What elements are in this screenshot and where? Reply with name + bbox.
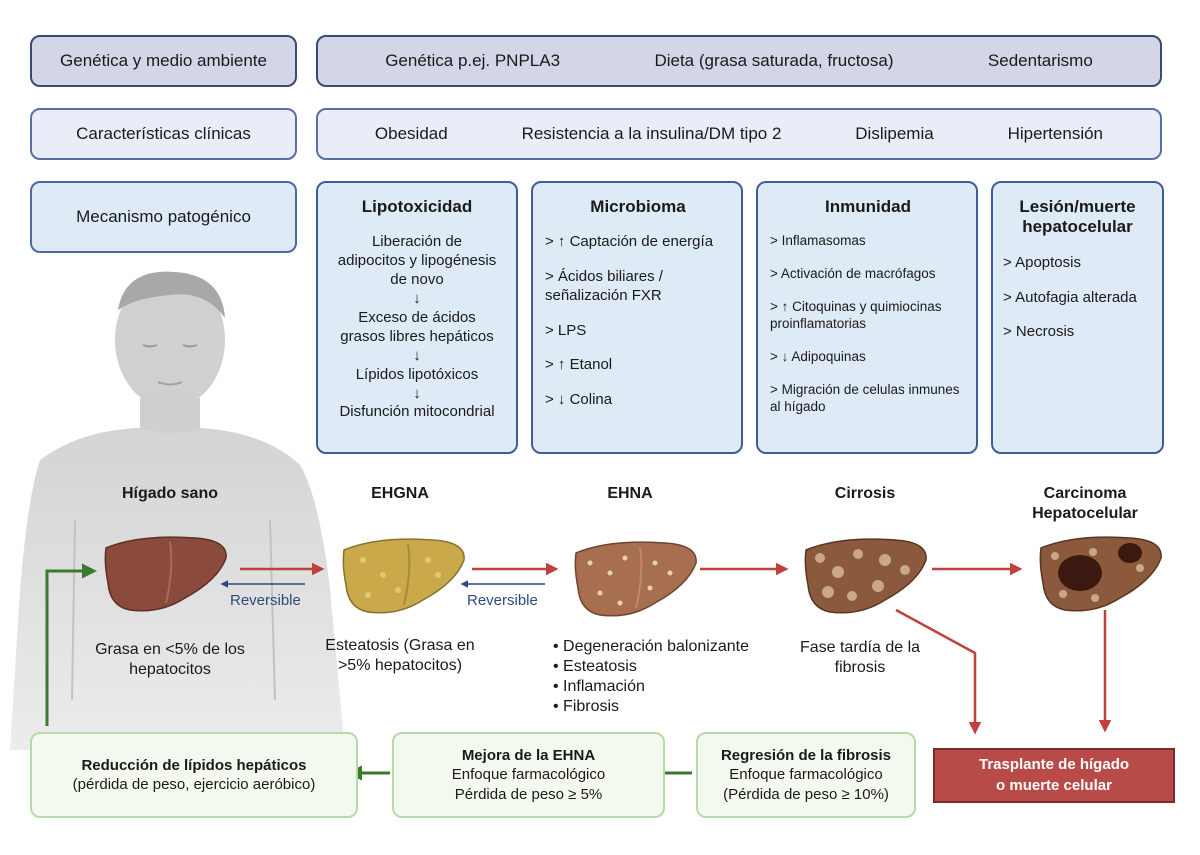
down-arrow-icon: ↓: [413, 384, 421, 402]
lipid-reduction-box: Reducción de lípidos hepáticos (pérdida …: [30, 732, 358, 818]
lipotox-line: de novo: [390, 271, 444, 289]
mechanism-label: Mecanismo patogénico: [76, 207, 251, 226]
nash-liver-icon: [574, 541, 697, 617]
fatty-liver-icon: [342, 538, 465, 614]
genetics-label: Genética y medio ambiente: [60, 51, 267, 70]
nash-feature: • Fibrosis: [553, 698, 620, 715]
genetics-label-box: Genética y medio ambiente: [30, 35, 297, 87]
nafld-desc: Esteatosis (Grasa en >5% hepatocitos): [325, 637, 475, 674]
down-arrow-icon: ↓: [413, 290, 421, 308]
stage-title-cirrhosis: Cirrosis: [834, 485, 896, 502]
lipotoxicity-box: Lipotoxicidad Liberación de adipocitos y…: [316, 181, 518, 454]
lipotox-line: Lípidos lipotóxicos: [355, 365, 479, 383]
microbiome-item: > ↑ Etanol: [545, 356, 613, 374]
microbiome-box: Microbioma > ↑ Captación de energía > Ác…: [531, 181, 743, 454]
fibrosis-regression-title: Regresión de la fibrosis: [720, 746, 892, 764]
immunity-title: Inmunidad: [825, 197, 911, 216]
nash-feature: • Esteatosis: [553, 658, 637, 675]
fibrosis-regression-line1: Enfoque farmacológico: [729, 766, 883, 784]
injury-item: > Necrosis: [1003, 323, 1075, 341]
immunity-box: Inmunidad > Inflamasomas > Activación de…: [756, 181, 978, 454]
healthy-liver-icon: [104, 536, 227, 612]
fibrosis-regression-line2: (Pérdida de peso ≥ 10%): [723, 785, 889, 803]
injury-title: Lesión/muerte hepatocelular: [1019, 197, 1136, 237]
lipid-reduction-title: Reducción de lípidos hepáticos: [81, 756, 307, 774]
microbiome-item: > ↓ Colina: [545, 391, 613, 409]
transplant-box: Trasplante de hígado o muerte celular: [933, 748, 1175, 803]
clinical-item: Resistencia a la insulina/DM tipo 2: [521, 124, 782, 143]
transplant-line1: Trasplante de hígado: [978, 756, 1130, 774]
cirrhosis-desc: Fase tardía de la fibrosis: [799, 639, 921, 676]
immunity-item: > Migración de celulas inmunes al hígado: [770, 381, 960, 414]
lipid-reduction-sub: (pérdida de peso, ejercicio aeróbico): [72, 776, 316, 793]
stage-title-hcc: Carcinoma Hepatocelular: [1032, 485, 1138, 522]
stage-title-nafld: EHGNA: [371, 485, 429, 502]
nash-improvement-line1: Enfoque farmacológico: [451, 766, 606, 784]
nash-improvement-title: Mejora de la EHNA: [461, 746, 596, 764]
lipotox-line: adipocitos y lipogénesis: [337, 252, 497, 270]
nash-improvement-line2: Pérdida de peso ≥ 5%: [454, 785, 603, 803]
immunity-item: > ↓ Adipoquinas: [770, 348, 866, 364]
lipotox-line: grasos libres hepáticos: [340, 327, 494, 345]
down-arrow-icon: ↓: [413, 346, 421, 364]
immunity-item: > Inflamasomas: [770, 233, 866, 249]
clinical-label-box: Características clínicas: [30, 108, 297, 160]
stage-title-nash: EHNA: [607, 485, 653, 502]
nash-feature: • Degeneración balonizante: [553, 638, 749, 655]
genetics-factors-box: Genética p.ej. PNPLA3 Dieta (grasa satur…: [316, 35, 1162, 87]
clinical-item: Hipertensión: [1007, 124, 1104, 143]
microbiome-title: Microbioma: [590, 197, 686, 216]
injury-item: > Apoptosis: [1003, 253, 1081, 271]
nash-features-list: • Degeneración balonizante • Esteatosis …: [553, 637, 783, 717]
hcc-liver-icon: [1039, 536, 1162, 612]
mechanism-label-box: Mecanismo patogénico: [30, 181, 297, 253]
clinical-item: Obesidad: [374, 124, 448, 143]
cirrhosis-liver-icon: [804, 538, 927, 614]
nash-improvement-box: Mejora de la EHNA Enfoque farmacológico …: [392, 732, 665, 818]
arrow-cirrhosis-to-transplant: [895, 608, 982, 735]
clinical-features-box: Obesidad Resistencia a la insulina/DM ti…: [316, 108, 1162, 160]
microbiome-item: > LPS: [545, 321, 587, 339]
stage-title-healthy: Hígado sano: [121, 485, 218, 502]
arrow-lipid-to-healthy: [45, 563, 97, 726]
healthy-desc: Grasa en <5% de los hepatocitos: [95, 641, 245, 678]
reversible-label-1: Reversible: [230, 592, 301, 609]
clinical-item: Dislipemia: [855, 124, 934, 143]
lipotox-line: Disfunción mitocondrial: [339, 403, 495, 421]
injury-box: Lesión/muerte hepatocelular > Apoptosis …: [991, 181, 1164, 454]
transplant-line2: o muerte celular: [996, 776, 1112, 794]
immunity-item: > ↑ Citoquinas y quimiocinas proinflamat…: [770, 299, 942, 332]
immunity-item: > Activación de macrófagos: [770, 266, 936, 282]
lipotoxicity-title: Lipotoxicidad: [361, 197, 473, 216]
injury-item: > Autofagia alterada: [1003, 288, 1137, 306]
reversible-label-2: Reversible: [467, 592, 538, 609]
nash-feature: • Inflamación: [553, 678, 645, 695]
microbiome-item: > Ácidos biliares / señalización FXR: [545, 268, 663, 304]
lipotox-line: Liberación de: [371, 233, 463, 251]
microbiome-item: > ↑ Captación de energía: [545, 233, 714, 251]
genetics-item: Genética p.ej. PNPLA3: [385, 51, 561, 70]
clinical-label: Características clínicas: [76, 124, 251, 143]
fibrosis-regression-box: Regresión de la fibrosis Enfoque farmaco…: [696, 732, 916, 818]
lipotox-line: Exceso de ácidos: [358, 308, 476, 326]
genetics-item: Dieta (grasa saturada, fructosa): [654, 51, 894, 70]
genetics-item: Sedentarismo: [987, 51, 1093, 70]
